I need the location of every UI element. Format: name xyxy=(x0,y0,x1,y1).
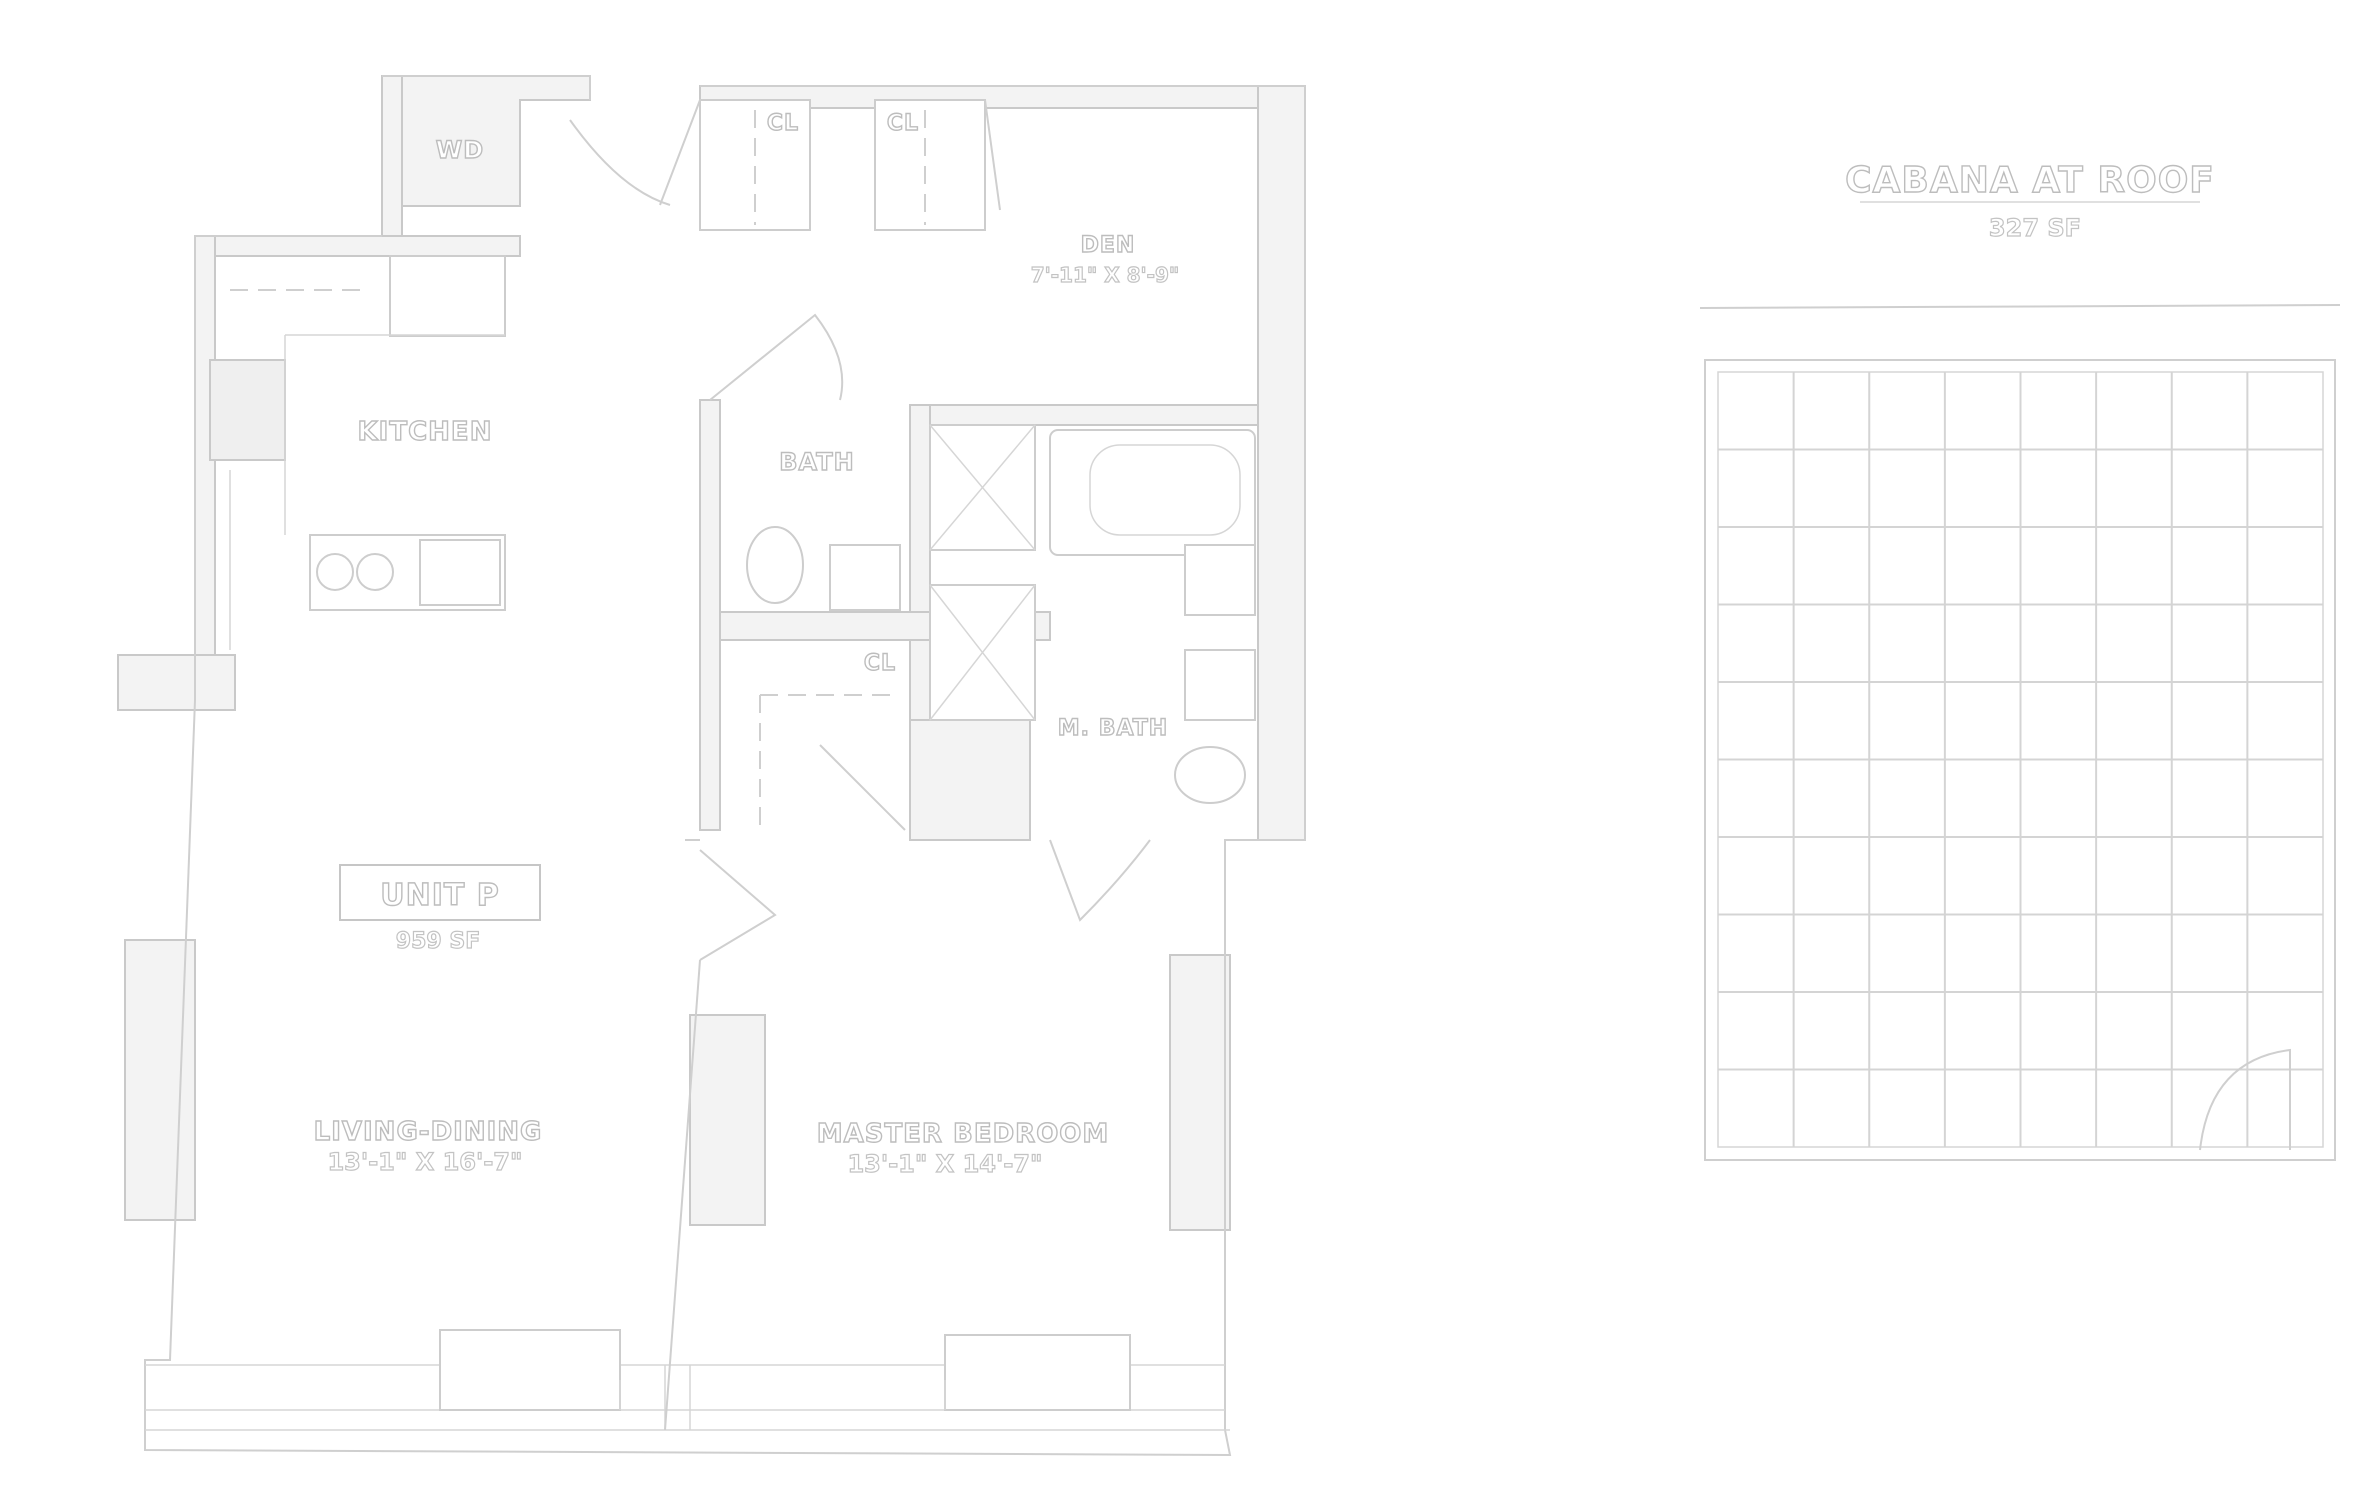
mbath-tub xyxy=(1049,429,1256,556)
kitchen-sink-bowl-2 xyxy=(356,553,394,591)
mbath-tub-inner xyxy=(1089,444,1241,536)
label-bath: BATH xyxy=(779,448,854,476)
kitchen-upper-counter xyxy=(389,255,506,337)
partition-living-bedroom xyxy=(664,839,701,1431)
kitchen-pantry xyxy=(209,359,286,461)
hall-closet-x xyxy=(929,584,1036,721)
mbath-door-swing xyxy=(1049,839,1151,922)
unit-plan: WD CL CL DEN 7'-11" X 8'-9" KITCHEN BATH… xyxy=(117,75,1306,1457)
label-mbath: M. BATH xyxy=(1058,716,1168,741)
kitchen-counter-edge xyxy=(229,334,505,650)
cabana-title: CABANA AT ROOF xyxy=(1845,160,2215,201)
entry-door-swing xyxy=(569,119,671,206)
label-closet-right: CL xyxy=(887,111,919,136)
wall-top-left xyxy=(381,75,591,237)
wall-kitchen-top xyxy=(194,235,521,257)
label-unit-area: 959 SF xyxy=(396,929,480,954)
kitchen-dishwasher xyxy=(419,539,501,606)
kitchen-sink-bowl-1 xyxy=(316,553,354,591)
unit-name-box: UNIT P 959 SF xyxy=(339,864,541,955)
bath-shower-x xyxy=(929,424,1036,551)
label-den: DEN xyxy=(1081,233,1136,258)
label-living: LIVING-DINING xyxy=(314,1117,543,1147)
hall-door xyxy=(819,744,906,831)
bath-vanity xyxy=(829,544,901,611)
bath-door-swing xyxy=(709,313,844,401)
cabana-plan: CABANA AT ROOF 327 SF xyxy=(1699,159,2341,1161)
label-wd: WD xyxy=(436,136,484,164)
cabana-outline xyxy=(1704,359,2336,1161)
closet-rods xyxy=(754,110,926,225)
label-kitchen: KITCHEN xyxy=(358,417,493,447)
cabana-top-rule xyxy=(1699,304,2341,309)
wall-hall-left xyxy=(699,399,721,831)
window-mullions xyxy=(619,1365,946,1430)
cabana-area: 327 SF xyxy=(1989,214,2081,242)
mbath-toilet xyxy=(1174,746,1246,804)
label-den-dim: 7'-11" X 8'-9" xyxy=(1031,263,1180,287)
wall-wd-left xyxy=(381,75,403,237)
mbath-vanity-2 xyxy=(1184,649,1256,721)
wall-left-column xyxy=(117,654,236,711)
label-unit-name: UNIT P xyxy=(380,878,500,913)
wall-column-center xyxy=(689,1014,766,1226)
wall-column-right xyxy=(1169,954,1231,1231)
living-door-swing xyxy=(699,849,777,961)
window-left xyxy=(439,1329,621,1411)
wall-left-upper xyxy=(194,235,216,701)
closet-right xyxy=(874,99,986,231)
label-cl-hall: CL xyxy=(864,651,896,676)
cabana-grid xyxy=(1718,372,2323,1147)
mbath-vanity-1 xyxy=(1184,544,1256,616)
window-right xyxy=(944,1334,1131,1411)
label-closet-left: CL xyxy=(767,111,799,136)
cabana-door-swing xyxy=(2199,1048,2291,1151)
wall-shaft xyxy=(909,719,1031,841)
label-master: MASTER BEDROOM xyxy=(817,1119,1110,1149)
hall-closet-rod xyxy=(759,694,900,830)
unit-outline xyxy=(144,75,1306,1457)
label-master-dim: 13'-1" X 14'-7" xyxy=(847,1150,1042,1178)
wall-right-den xyxy=(1257,85,1306,841)
closet-doors xyxy=(659,99,1001,211)
label-living-dim: 13'-1" X 16'-7" xyxy=(327,1148,522,1176)
wall-den-bottom xyxy=(909,404,1259,426)
bath-toilet xyxy=(746,526,804,604)
